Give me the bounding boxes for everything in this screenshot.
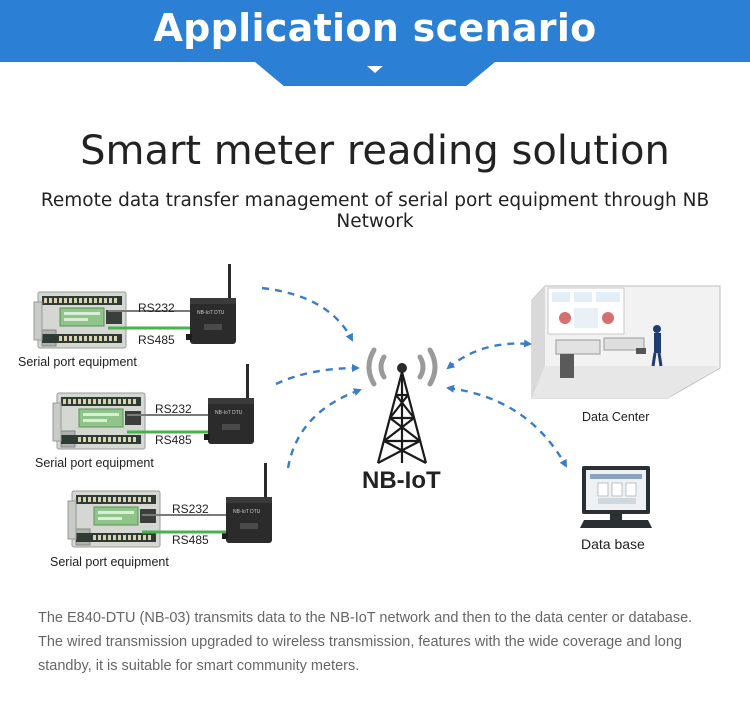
rs232-label-1: RS232 (138, 301, 175, 315)
description-line-3: standby, it is suitable for smart commun… (38, 658, 360, 674)
description-line-2: The wired transmission upgraded to wirel… (38, 634, 682, 650)
data-center-illustration (531, 285, 721, 399)
device-label-1: Serial port equipment (18, 355, 137, 369)
header-banner (0, 0, 750, 62)
rs232-label-3: RS232 (172, 502, 209, 516)
page-subtitle: Remote data transfer management of seria… (40, 190, 710, 232)
cell-tower-icon (366, 347, 438, 464)
description-line-1: The E840-DTU (NB-03) transmits data to t… (38, 610, 693, 626)
banner-title: Application scenario (153, 6, 597, 50)
description: The E840-DTU (NB-03) transmits data to t… (38, 606, 718, 678)
rs485-label-1: RS485 (138, 333, 175, 347)
page-title: Smart meter reading solution (80, 128, 670, 174)
device-label-3: Serial port equipment (50, 555, 169, 569)
data-center-label: Data Center (582, 410, 650, 424)
chevron-down-icon (367, 66, 383, 73)
network-label: NB-IoT (362, 467, 441, 494)
monitor-icon (580, 466, 652, 528)
database-label: Data base (581, 536, 645, 552)
rs232-label-2: RS232 (155, 402, 192, 416)
device-label-2: Serial port equipment (35, 456, 154, 470)
rs485-label-2: RS485 (155, 433, 192, 447)
rs485-label-3: RS485 (172, 533, 209, 547)
